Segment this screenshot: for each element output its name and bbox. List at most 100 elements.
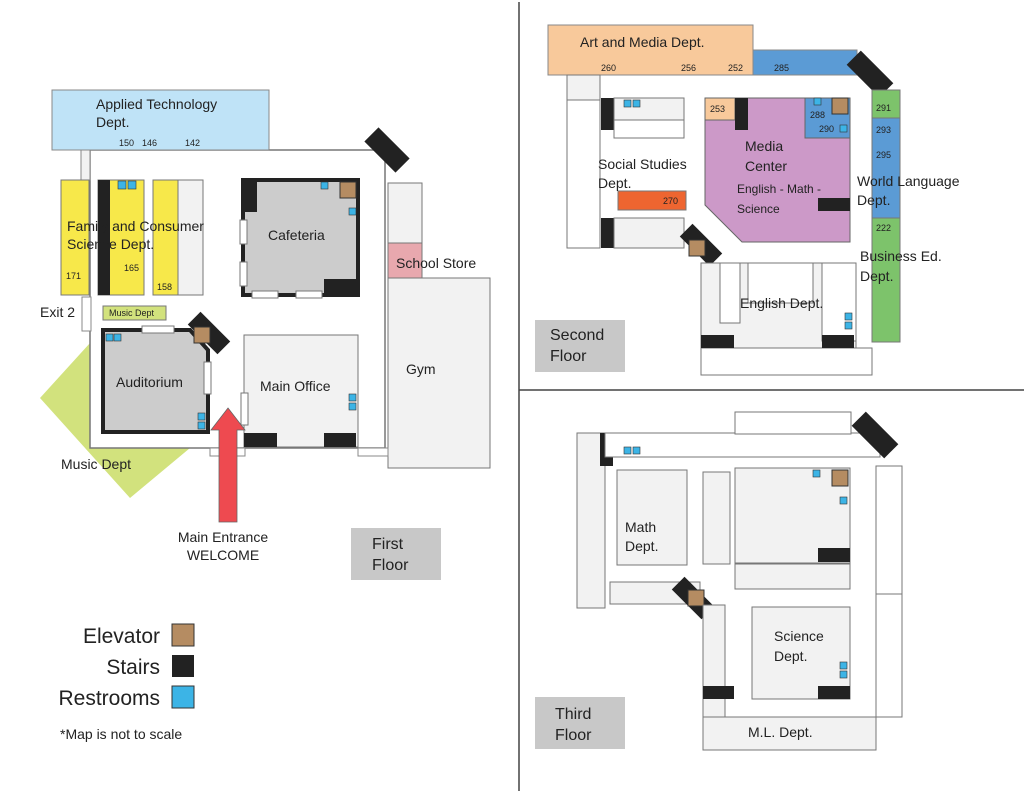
restroom-icon (197, 421, 206, 430)
exit-2-door[interactable] (81, 296, 92, 332)
room-288-label: 288 (810, 110, 825, 120)
media-center-label-4: Science (737, 202, 780, 216)
center-room[interactable] (734, 467, 851, 564)
main-entrance-arrow[interactable] (210, 407, 246, 523)
stairs (243, 180, 257, 212)
auditorium-door[interactable] (203, 361, 212, 395)
restroom-icon (839, 670, 848, 679)
stairs (324, 433, 356, 447)
stairs (98, 180, 110, 295)
room-270[interactable] (617, 190, 687, 211)
second-floor: Art and Media Dept. 260 256 252 285 253 … (535, 24, 960, 376)
north-hall-top (734, 411, 852, 435)
room-171[interactable] (60, 179, 90, 296)
connector-corridor (80, 149, 91, 181)
restroom-icon (812, 469, 821, 478)
narrow-room (702, 471, 731, 565)
legend-elevator-label: Elevator (83, 625, 160, 648)
stairs (324, 279, 358, 295)
cafeteria-door[interactable] (251, 290, 279, 299)
world-language-label-1: World Language (857, 173, 960, 189)
cafeteria-door[interactable] (239, 261, 248, 287)
legend-stairs-label: Stairs (106, 656, 160, 679)
scale-note: *Map is not to scale (60, 726, 182, 742)
room-253-label: 253 (710, 104, 725, 114)
english-dept-label: English Dept. (740, 295, 823, 311)
east-wing-lower (875, 593, 903, 718)
west-hall (576, 432, 606, 609)
room-290-label: 290 (819, 124, 834, 134)
media-center-label-3: English - Math - (737, 182, 821, 196)
room-270-label: 270 (663, 196, 678, 206)
school-store[interactable] (387, 242, 423, 279)
math-dept-label-1: Math (625, 519, 656, 535)
restroom-icon (117, 180, 127, 190)
restroom-icon (623, 446, 632, 455)
applied-technology-dept[interactable] (51, 89, 270, 151)
room-291[interactable] (871, 89, 901, 119)
main-office-label: Main Office (260, 378, 331, 394)
main-entrance-label: Main Entrance (178, 529, 268, 545)
main-office[interactable] (243, 334, 359, 448)
room-south-hall (613, 217, 685, 249)
second-floor-label-2: Floor (550, 348, 587, 365)
science-dept[interactable] (751, 606, 851, 700)
room-260-label: 260 (601, 63, 616, 73)
restroom-icon (844, 321, 853, 330)
stairs (846, 50, 894, 98)
restroom-icon (813, 97, 822, 106)
english-inner-1 (719, 262, 741, 324)
gym[interactable] (387, 277, 491, 469)
business-ed-label-1: Business Ed. (860, 248, 942, 264)
stairs (851, 411, 899, 459)
business-ed-dept[interactable] (871, 217, 901, 343)
stairs (601, 98, 614, 130)
room-285[interactable] (752, 49, 858, 76)
gym-label: Gym (406, 361, 436, 377)
elevator-icon (688, 239, 706, 257)
first-floor-label-2: Floor (372, 557, 409, 574)
science-dept-label-1: Science (774, 628, 824, 644)
room-222-label: 222 (876, 223, 891, 233)
third-floor-tag (535, 697, 625, 749)
legend-restrooms-label: Restrooms (58, 687, 160, 710)
family-consumer-label-1: Family and Consumer (67, 218, 204, 234)
south-wing (702, 604, 726, 718)
stairs (818, 198, 850, 211)
cafeteria-door[interactable] (295, 290, 323, 299)
art-and-media-dept[interactable] (547, 24, 754, 76)
first-floor: Applied Technology Dept. 150 146 142 Fam… (40, 89, 491, 580)
room-165-label: 165 (124, 263, 139, 273)
restroom-icon (839, 661, 848, 670)
restroom-icon (839, 124, 848, 133)
school-store-label: School Store (396, 255, 476, 271)
music-dept-tag[interactable] (102, 305, 167, 321)
elevator-icon (831, 97, 849, 115)
social-studies-label-1: Social Studies (598, 156, 687, 172)
world-language-label-2: Dept. (857, 192, 890, 208)
main-office-door[interactable] (240, 392, 249, 426)
first-floor-tag (351, 528, 441, 580)
stairs (364, 127, 410, 173)
room-142-label: 142 (185, 138, 200, 148)
third-floor-label-2: Floor (555, 727, 592, 744)
restroom-icon (105, 333, 114, 342)
room-158[interactable] (152, 179, 179, 296)
applied-tech-label-1: Applied Technology (96, 96, 217, 112)
restroom-swatch (171, 685, 195, 709)
art-media-label: Art and Media Dept. (580, 34, 705, 50)
auditorium-door[interactable] (141, 325, 175, 334)
room-293-label: 293 (876, 125, 891, 135)
music-dept-area[interactable] (40, 343, 190, 498)
restroom-icon (348, 207, 357, 216)
restroom-icon (844, 312, 853, 321)
ml-dept-label: M.L. Dept. (748, 724, 813, 740)
cafeteria-door[interactable] (239, 219, 248, 245)
room-storage-1 (177, 179, 204, 296)
stairs (818, 686, 850, 699)
elevator-icon (193, 326, 211, 344)
ml-dept[interactable] (702, 716, 877, 751)
welcome-label: WELCOME (187, 547, 259, 563)
math-dept[interactable] (616, 469, 688, 566)
front-door[interactable] (357, 447, 389, 457)
